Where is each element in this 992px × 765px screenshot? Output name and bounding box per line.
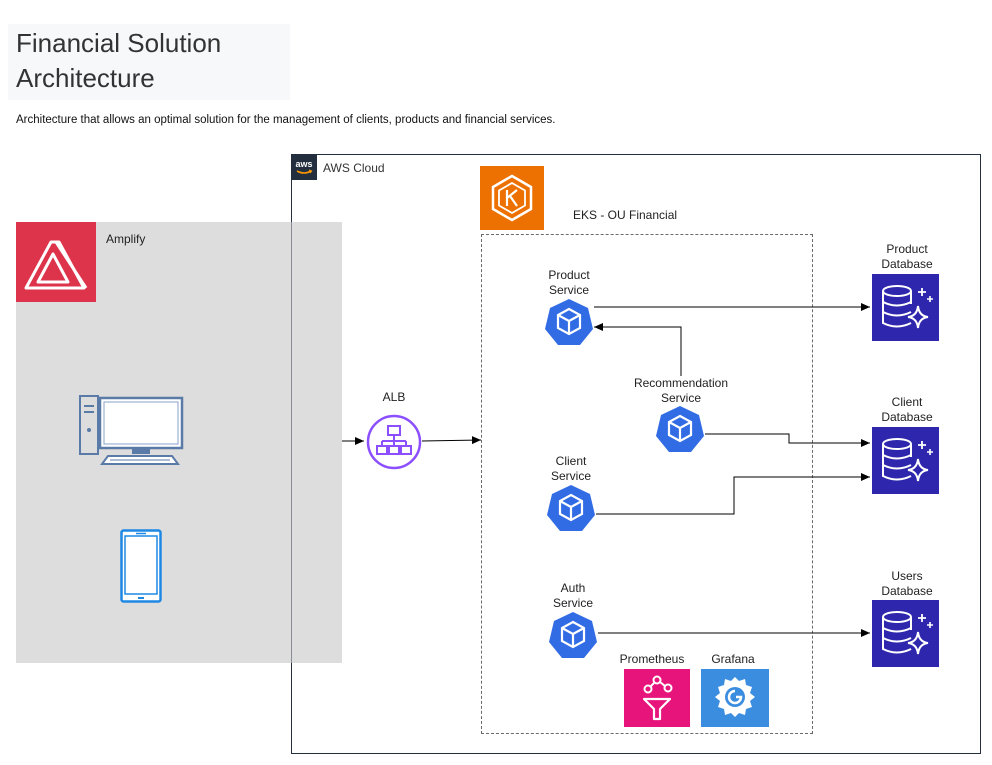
amplify-icon [16,222,96,302]
prometheus-label: Prometheus [619,652,685,666]
client-service-pod-icon [546,484,596,532]
page-title: Financial Solution Architecture [16,28,222,93]
recommendation-service-pod-icon [655,405,705,453]
aws-logo-icon: aws [291,154,317,180]
load-balancer-icon [366,414,422,470]
alb-label: ALB [382,390,406,404]
svg-text:aws: aws [295,159,312,169]
client-database-icon [872,427,939,494]
title-background [8,24,290,100]
auth-service-pod-icon [548,611,598,659]
aws-cloud-label: AWS Cloud [323,161,385,175]
amplify-label: Amplify [106,232,146,246]
desktop-client-icon [78,392,184,466]
users-database-icon [872,600,939,667]
eks-label: EKS - OU Financial [573,208,678,222]
mobile-client-icon [120,529,162,603]
product-service-pod-icon [544,298,594,346]
prometheus-icon [624,669,690,727]
eks-icon [480,166,544,230]
grafana-label: Grafana [711,652,755,666]
page-description: Architecture that allows an optimal solu… [16,114,556,126]
grafana-icon [701,669,769,727]
product-database-icon [872,274,939,341]
